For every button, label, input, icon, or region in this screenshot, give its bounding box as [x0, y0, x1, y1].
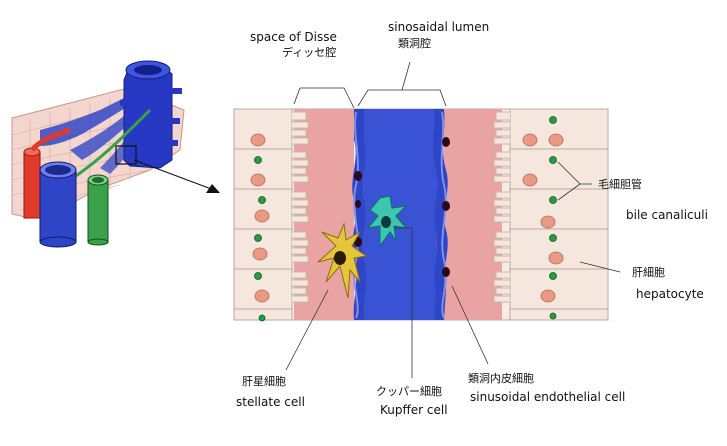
- kupffer-cell: [366, 195, 408, 248]
- label-hepatocyte-jp: 肝細胞: [632, 266, 665, 279]
- label-sinusoidal-lumen-en: sinosaidal lumen: [388, 20, 490, 34]
- portal-vein-tube: [39, 161, 77, 248]
- disse-space-right: [444, 109, 502, 320]
- endothelial-lining: [353, 111, 447, 319]
- label-bile-canaliculi-jp: 毛細胆管: [598, 178, 642, 191]
- label-endothelial-jp: 類洞内皮細胞: [468, 372, 534, 385]
- hepatocytes-left: [233, 108, 309, 322]
- label-space-of-disse-jp: ディッセ腔: [282, 46, 337, 59]
- bile-duct-tube: [87, 174, 109, 246]
- label-kupffer-en: Kupffer cell: [380, 403, 448, 417]
- endothelial-nuclei: [354, 137, 450, 277]
- lobule-3d-sketch: [11, 60, 220, 248]
- leader-lines: [285, 61, 621, 378]
- stellate-cell: [317, 222, 368, 299]
- sinusoid-section: [233, 108, 609, 322]
- label-kupffer-jp: クッパー細胞: [376, 385, 442, 398]
- label-stellate-jp: 肝星細胞: [242, 375, 286, 388]
- magnify-box: [115, 145, 137, 165]
- label-hepatocyte-en: hepatocyte: [636, 287, 704, 301]
- magnify-arrow-head: [206, 184, 220, 193]
- label-space-of-disse-en: space of Disse: [250, 30, 337, 44]
- label-bile-canaliculi-en: bile canaliculi: [626, 208, 708, 222]
- portal-artery-tube: [23, 127, 71, 219]
- magnify-arrow: [133, 159, 215, 191]
- central-vein-tower: [120, 60, 182, 169]
- label-sinusoidal-lumen-jp: 類洞腔: [398, 37, 431, 50]
- label-stellate-en: stellate cell: [236, 395, 305, 409]
- label-endothelial-en: sinusoidal endothelial cell: [470, 390, 626, 404]
- hepatocytes-right: [493, 108, 609, 321]
